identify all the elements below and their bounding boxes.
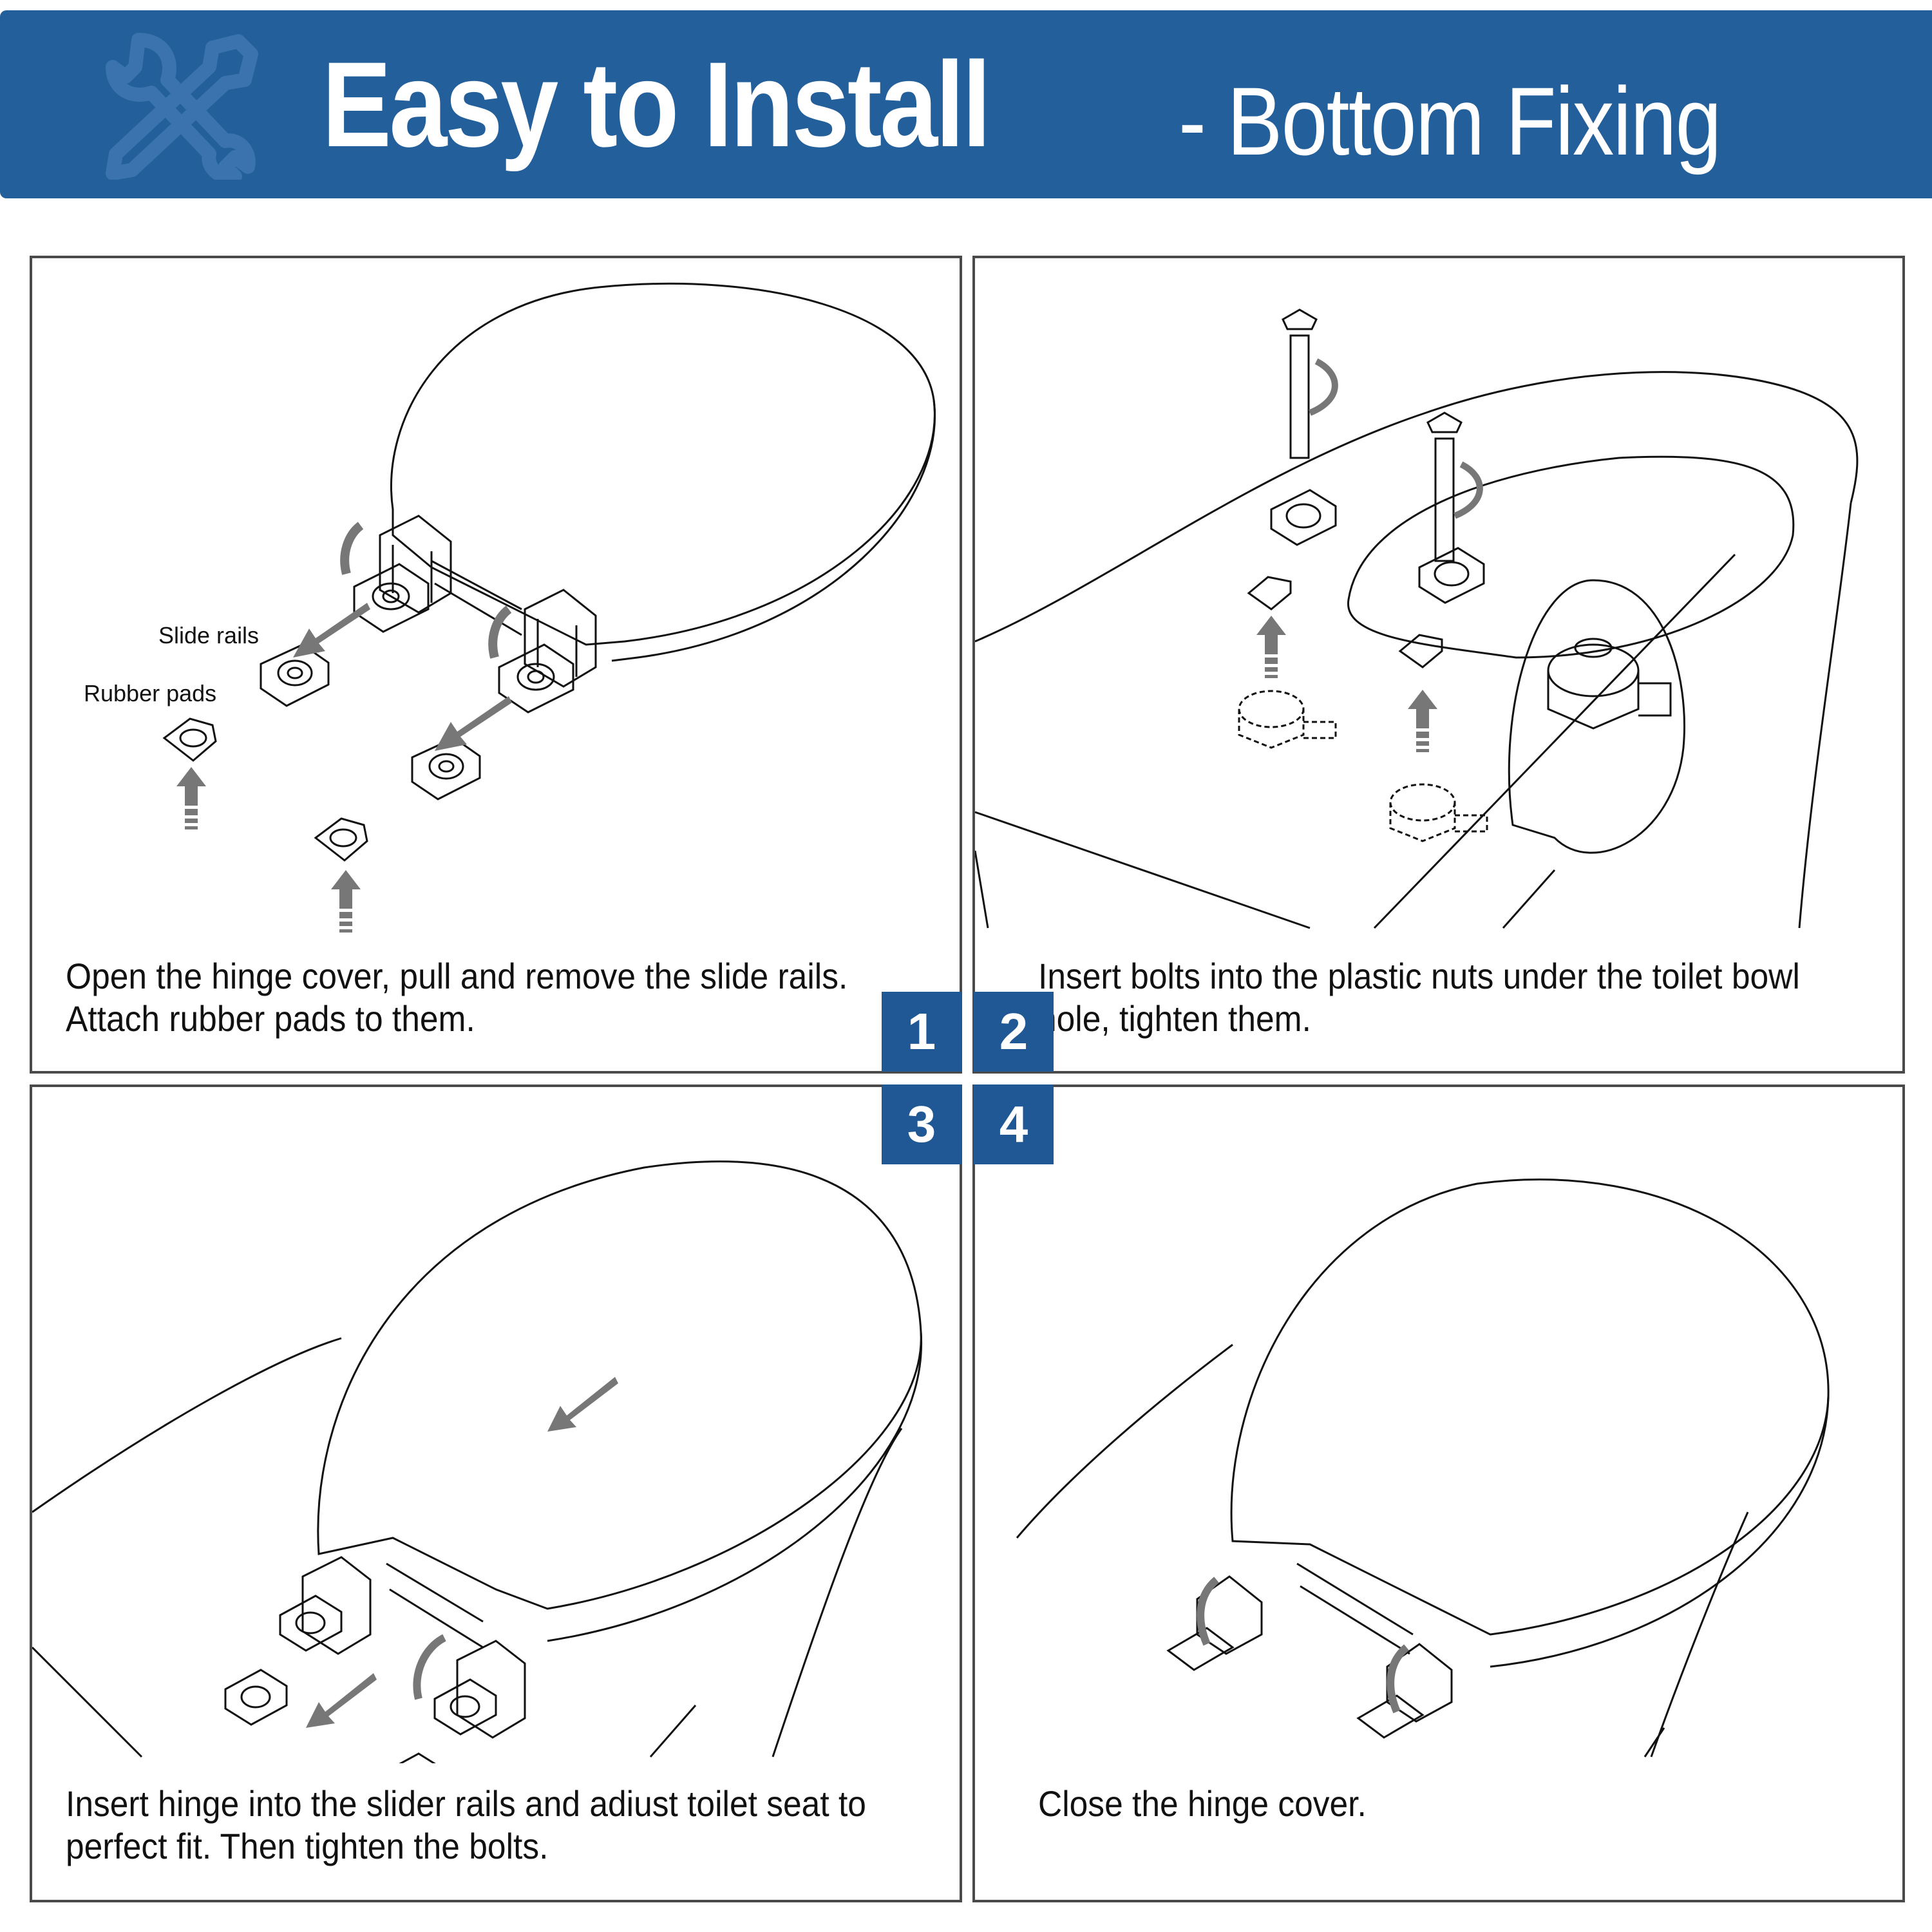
hinge-cover-right [1356, 1643, 1453, 1739]
slide-rail-attached-right [498, 643, 574, 714]
slide-rails-label: Slide rails [158, 622, 260, 649]
slide-rail-loose-left [224, 1669, 288, 1726]
slide-rail-loose-right [399, 1752, 436, 1763]
arrow-up-pad-left [176, 767, 206, 806]
rubber-pads-label: Rubber pads [84, 680, 217, 706]
plastic-nut-detail [1547, 638, 1672, 730]
arrow-up-nut-right [1408, 690, 1437, 728]
rubber-pad-right [1398, 634, 1443, 668]
slide-rail-right [1418, 547, 1485, 604]
step-panel-1: Slide rails Rubber pads Open the hinge c… [30, 256, 962, 1074]
arrows [306, 1377, 618, 1728]
step-panel-3: Insert hinge into the slider rails and a… [30, 1084, 962, 1902]
nut-callout-bubble [1508, 579, 1685, 854]
close-arrows [1197, 1577, 1410, 1714]
rotate-arrows [1309, 358, 1483, 519]
step-1-illustration [162, 282, 936, 933]
rubber-pad-left [162, 717, 217, 762]
arrow-up-nut-left [1256, 616, 1286, 654]
bolt-right [1426, 412, 1463, 562]
arrow-rail-slide [306, 1673, 377, 1728]
rubber-pad-left [1247, 576, 1292, 611]
slide-rail-removed-left [260, 643, 330, 707]
hinge-right [456, 1640, 526, 1739]
page-title: Easy to Install - Bottom Fixing [322, 35, 1721, 183]
hinge-right [524, 589, 597, 688]
title-sub: - Bottom Fixing [1179, 67, 1721, 175]
hinge-left [379, 515, 452, 614]
arrow-seat-slide [547, 1377, 618, 1432]
step-2-illustration [975, 308, 1859, 929]
toilet-seat-outline [317, 1160, 922, 1610]
step-3-caption: Insert hinge into the slider rails and a… [66, 1783, 866, 1866]
rubber-pad-bottom [314, 817, 368, 862]
bolt-left [1282, 308, 1318, 459]
slide-rail-left [279, 1595, 343, 1652]
step-1-caption: Open the hinge cover, pull and remove th… [66, 956, 848, 1039]
step-3-illustration [32, 1160, 923, 1763]
plastic-nut-left [1238, 690, 1337, 749]
slide-rail-attached-left [353, 563, 430, 633]
arrow-pull-right [435, 696, 512, 751]
step-badge-3: 3 [882, 1084, 961, 1164]
arrow-up-pad-bottom [331, 870, 361, 909]
slide-rail-left [1270, 489, 1337, 546]
rotate-arrow [413, 1634, 446, 1700]
toilet-bowl-outline [975, 371, 1859, 643]
rotate-arrows [340, 522, 512, 659]
wrench-screwdriver-icon [106, 33, 258, 180]
step-badge-1: 1 [882, 992, 961, 1072]
header-banner: Easy to Install - Bottom Fixing [0, 10, 1932, 198]
plastic-nut-right [1389, 783, 1488, 842]
step-badge-4: 4 [974, 1084, 1054, 1164]
toilet-seat-outline [390, 282, 936, 646]
hinge-cover-left [1166, 1575, 1263, 1671]
step-badge-2: 2 [974, 992, 1054, 1072]
step-panel-2: Insert bolts into the plastic nuts under… [972, 256, 1905, 1074]
step-panel-4: Close the hinge cover. [972, 1084, 1905, 1902]
toilet-bowl-outline [32, 1337, 342, 1513]
bowl-opening [1347, 455, 1795, 659]
title-main: Easy to Install [322, 37, 991, 172]
step-4-caption: Close the hinge cover. [1038, 1783, 1367, 1824]
arrows [1256, 616, 1437, 752]
toilet-seat-outline [1230, 1179, 1830, 1636]
step-2-caption: Insert bolts into the plastic nuts under… [1038, 956, 1800, 1039]
hinge-left [301, 1556, 372, 1655]
slide-rail-right [433, 1678, 497, 1736]
step-4-illustration [1016, 1179, 1830, 1757]
arrows [176, 603, 512, 933]
toilet-bowl-outline [1016, 1343, 1233, 1539]
arrow-pull-left [293, 603, 370, 658]
